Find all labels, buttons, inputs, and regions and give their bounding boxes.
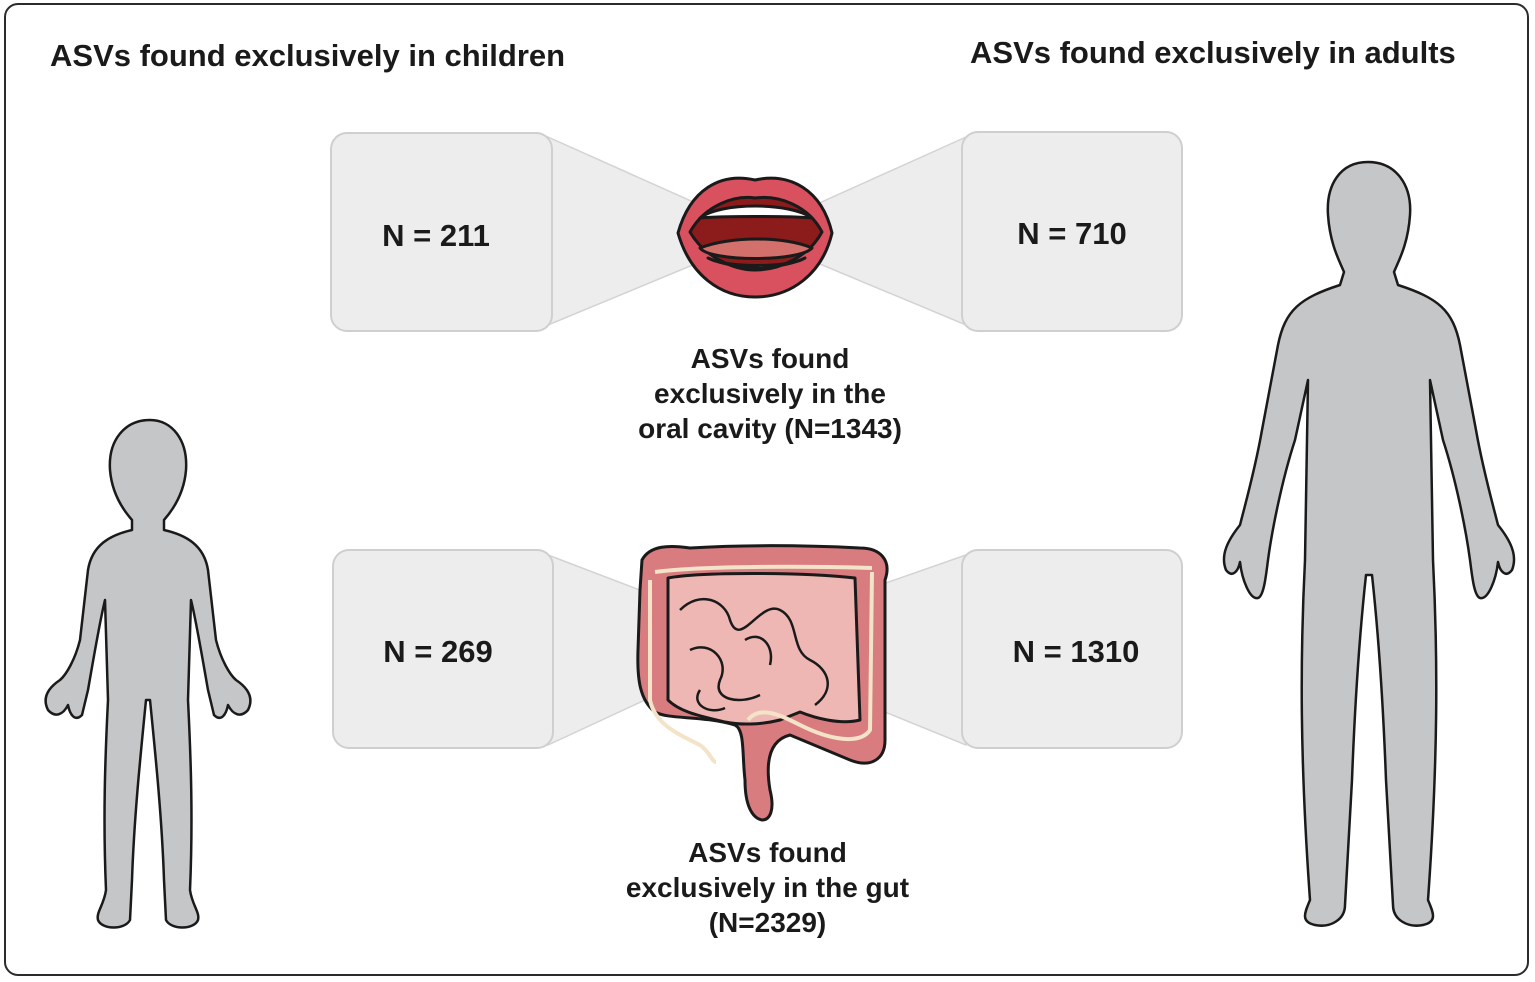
gut-children-box [332,549,554,749]
gut-children-count: N = 269 [383,634,492,669]
caption-oral-line-2: exclusively in the [654,378,886,409]
caption-gut-line-3: (N=2329) [708,907,827,938]
intestine-icon [636,544,889,822]
caption-gut: ASVs found exclusively in the gut (N=232… [590,835,945,940]
oral-adults-count: N = 710 [1017,216,1126,251]
mouth-icon [676,176,834,299]
caption-oral-line-3: oral cavity (N=1343) [638,413,902,444]
caption-oral-cavity: ASVs found exclusively in the oral cavit… [600,341,940,446]
oral-adults-box [961,131,1183,332]
caption-gut-line-1: ASVs found [688,837,847,868]
gut-adults-box [961,549,1183,749]
heading-adults: ASVs found exclusively in adults [970,35,1456,70]
oral-children-box [330,132,553,332]
adult-silhouette-icon [1222,160,1516,927]
child-silhouette-icon [44,418,252,929]
oral-children-count: N = 211 [382,218,490,253]
gut-right-connector [879,553,967,747]
gut-left-connector [547,553,646,747]
heading-children: ASVs found exclusively in children [50,38,566,73]
gut-adults-count: N = 1310 [1013,634,1140,669]
caption-gut-line-2: exclusively in the gut [625,872,910,903]
caption-oral-line-1: ASVs found [690,343,850,374]
oral-right-connector [814,135,967,327]
